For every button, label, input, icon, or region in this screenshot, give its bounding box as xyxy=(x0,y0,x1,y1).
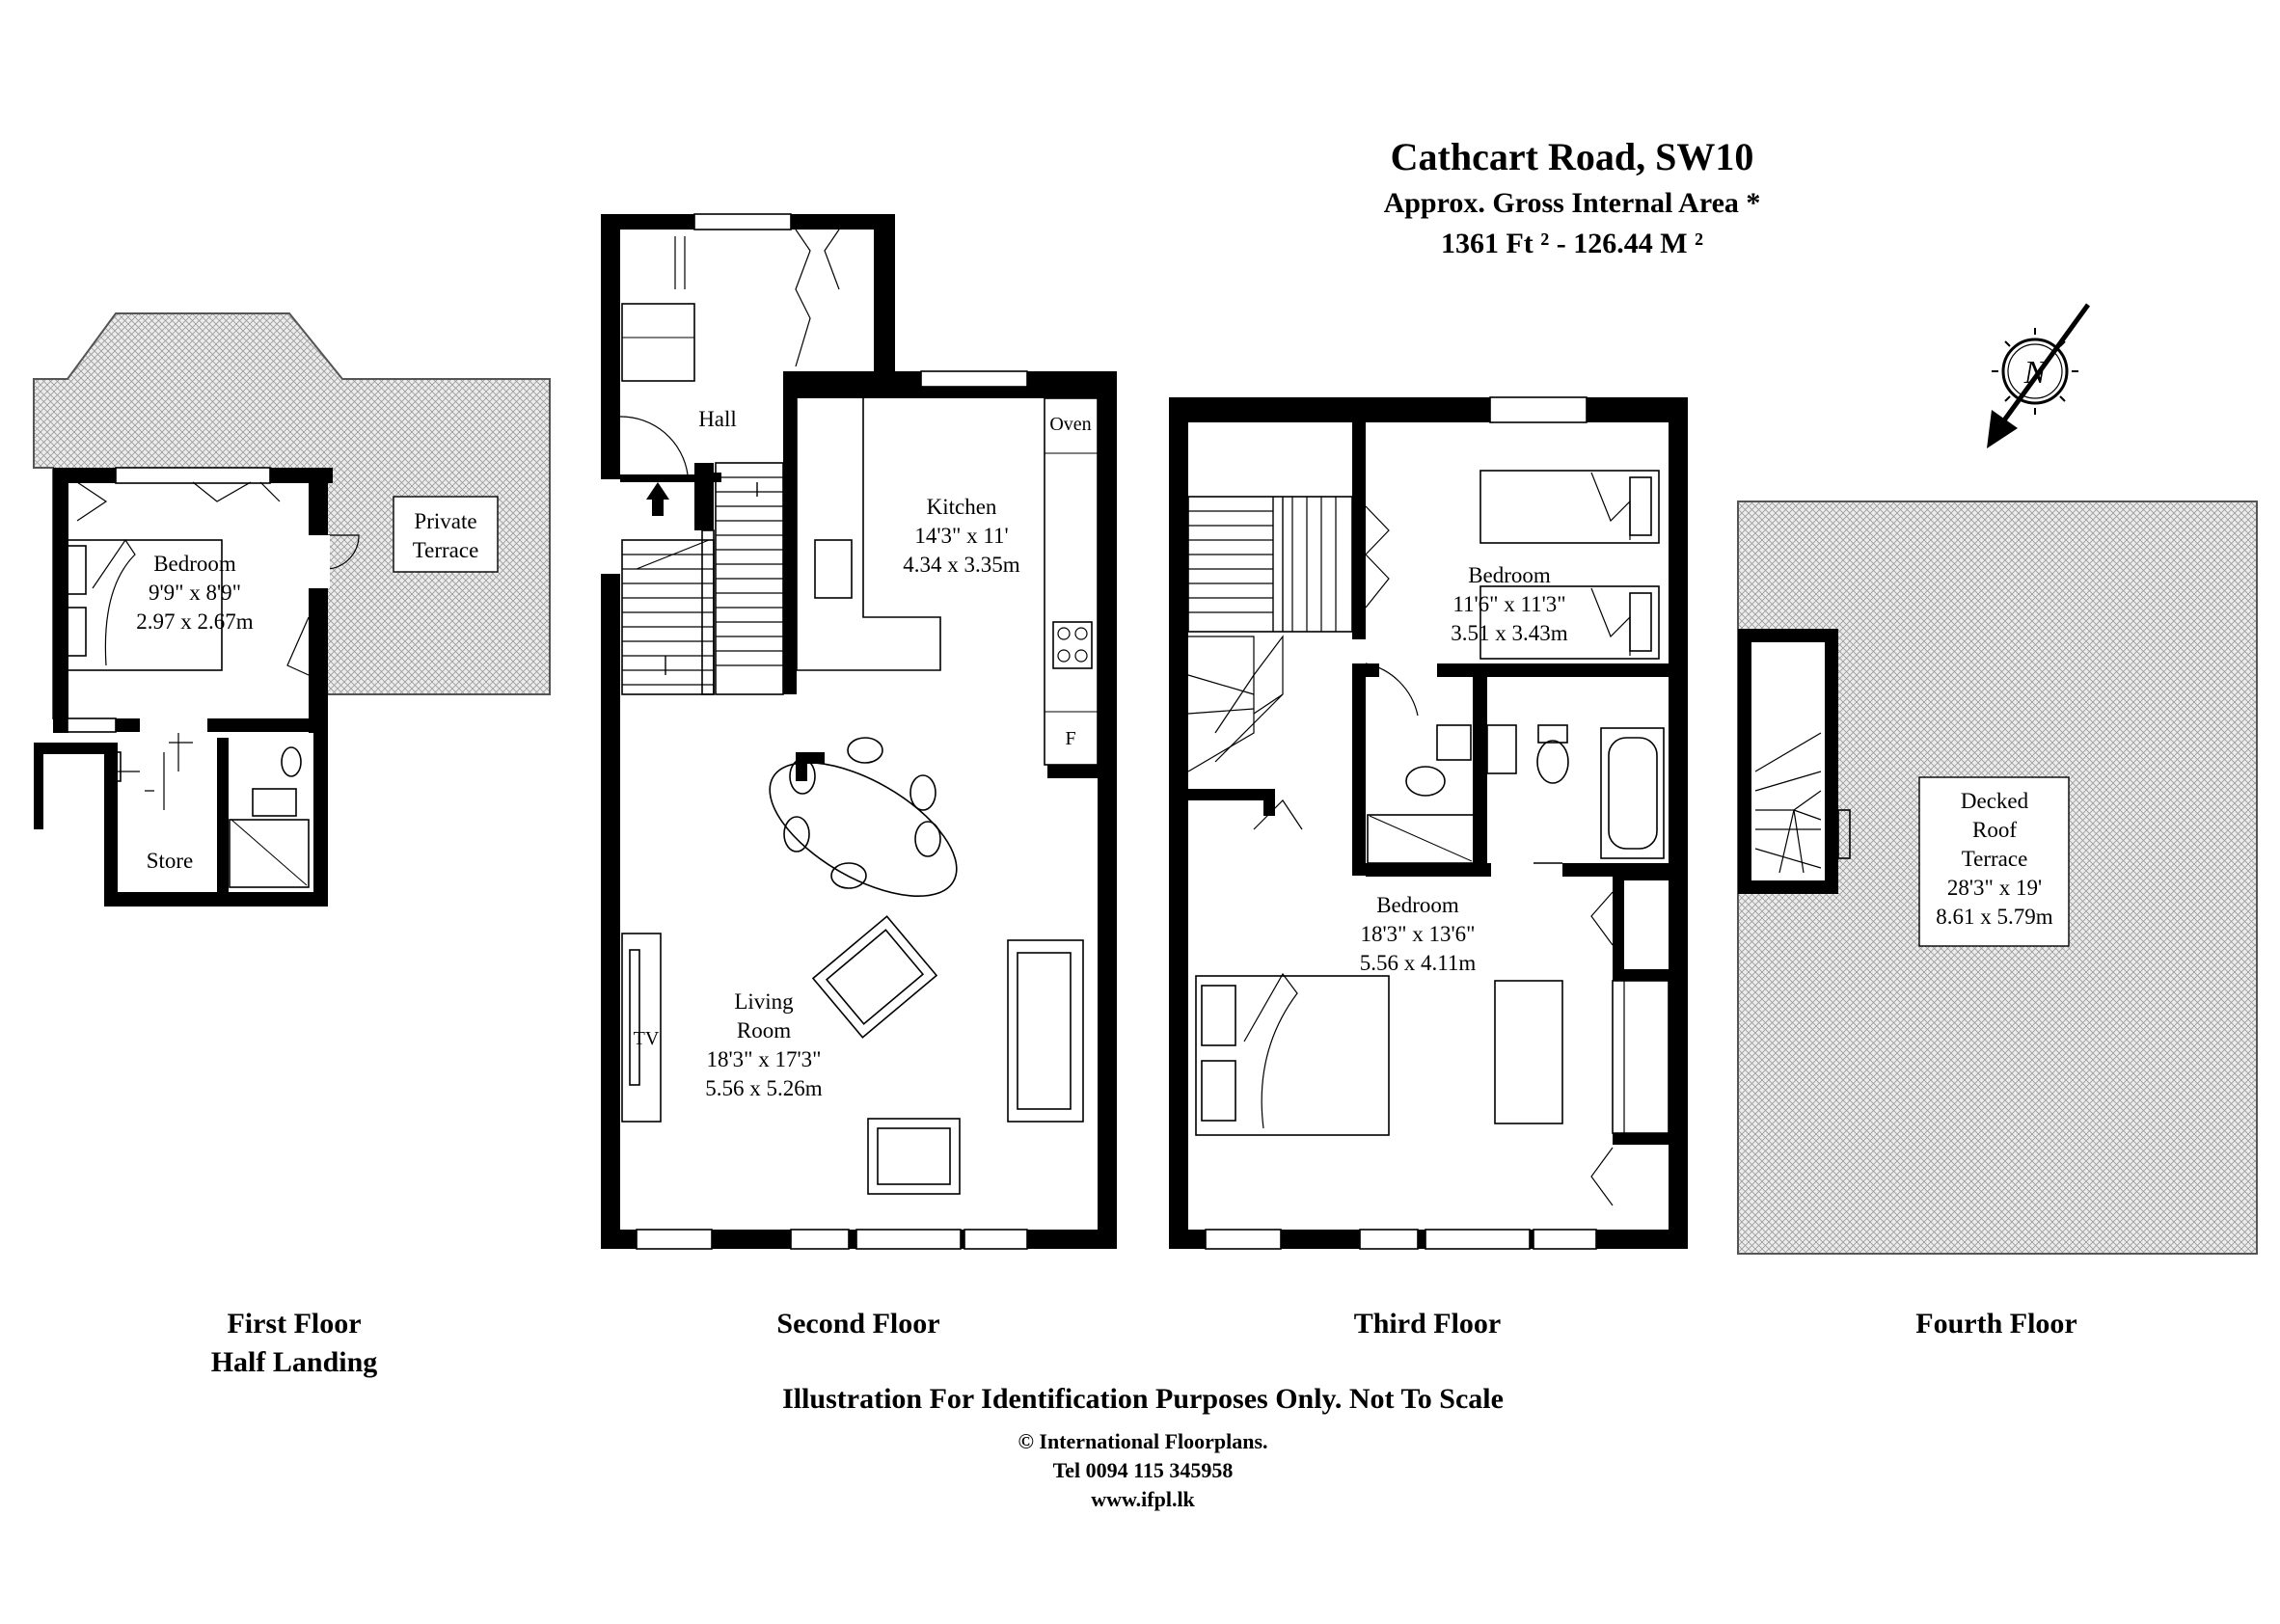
store-label: Store xyxy=(147,849,194,873)
plan-title: Cathcart Road, SW10 xyxy=(1391,135,1754,178)
oven-label: Oven xyxy=(1049,414,1091,435)
roof-terrace-metric: 8.61 x 5.79m xyxy=(1936,905,2053,929)
fourth-floor-label: Fourth Floor xyxy=(1915,1308,2076,1340)
first-floor-plan xyxy=(33,312,551,907)
compass-north-label: N xyxy=(2023,355,2049,391)
area-subtitle: Approx. Gross Internal Area * xyxy=(1384,187,1761,219)
telephone: Tel 0094 115 345958 xyxy=(1053,1458,1234,1482)
second-floor-label: Second Floor xyxy=(776,1308,939,1340)
fourth-floor-plan xyxy=(1737,501,2258,1255)
living-room-imperial: 18'3" x 17'3" xyxy=(706,1047,821,1071)
website: www.ifpl.lk xyxy=(1091,1487,1195,1511)
private-terrace-line2: Terrace xyxy=(413,538,479,562)
living-room-metric: 5.56 x 5.26m xyxy=(705,1076,823,1100)
copyright: © International Floorplans. xyxy=(1018,1429,1267,1453)
third-floor-plan xyxy=(1169,396,1688,1250)
roof-terrace-line1: Decked xyxy=(1961,789,2029,813)
third-bedroom1-imperial: 11'6" x 11'3" xyxy=(1452,592,1565,616)
third-bedroom2-imperial: 18'3" x 13'6" xyxy=(1360,922,1475,946)
roof-terrace-line2: Roof xyxy=(1972,818,2017,842)
first-bedroom-metric: 2.97 x 2.67m xyxy=(136,609,254,634)
hall-label: Hall xyxy=(698,407,737,431)
private-terrace-line1: Private xyxy=(414,509,476,533)
kitchen-name: Kitchen xyxy=(927,495,997,519)
compass-icon: N xyxy=(1987,303,2091,448)
living-room-line2: Room xyxy=(737,1018,791,1042)
kitchen-metric: 4.34 x 3.35m xyxy=(903,553,1020,577)
first-bedroom-imperial: 9'9" x 8'9" xyxy=(149,581,241,605)
second-floor-plan xyxy=(601,213,1117,1250)
kitchen-imperial: 14'3" x 11' xyxy=(914,524,1008,548)
third-bedroom2-name: Bedroom xyxy=(1376,893,1459,917)
first-floor-label: First Floor xyxy=(227,1308,361,1340)
roof-terrace-line3: Terrace xyxy=(1962,847,2028,871)
third-bedroom2-metric: 5.56 x 4.11m xyxy=(1360,951,1477,975)
living-room-line1: Living xyxy=(734,989,794,1014)
area-value: 1361 Ft ² - 126.44 M ² xyxy=(1441,228,1703,259)
first-bedroom-name: Bedroom xyxy=(153,552,236,576)
third-floor-label: Third Floor xyxy=(1354,1308,1502,1340)
disclaimer: Illustration For Identification Purposes… xyxy=(782,1383,1504,1415)
third-bedroom1-metric: 3.51 x 3.43m xyxy=(1451,621,1568,645)
tv-label: TV xyxy=(634,1028,660,1049)
roof-terrace-imperial: 28'3" x 19' xyxy=(1947,876,2042,900)
half-landing-label: Half Landing xyxy=(211,1346,378,1378)
fridge-label: F xyxy=(1065,728,1075,749)
third-bedroom1-name: Bedroom xyxy=(1468,563,1551,587)
